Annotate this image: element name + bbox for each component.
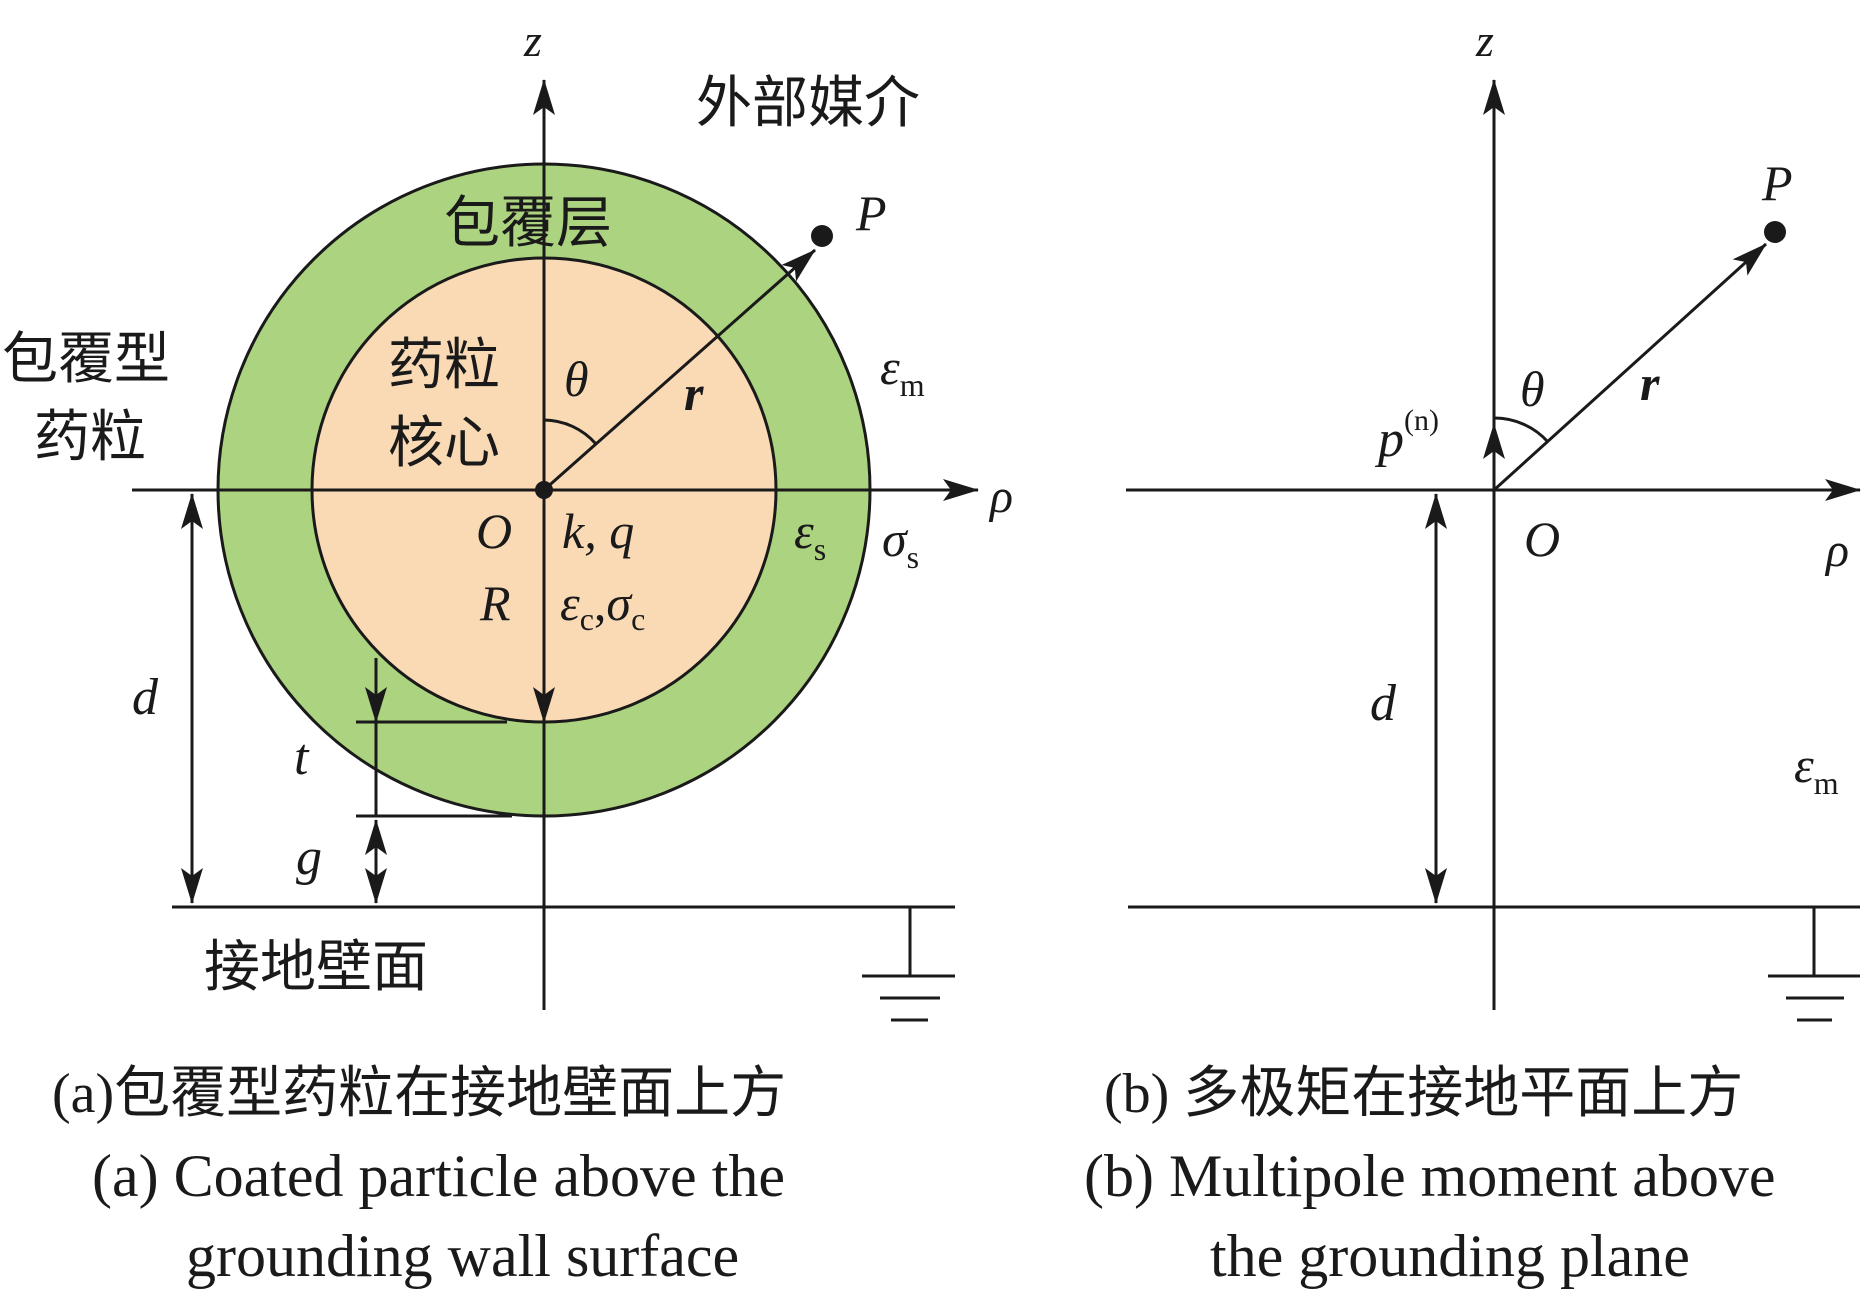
caption-b-en-line1: (b) Multipole moment above (1084, 1143, 1776, 1209)
panel-b: z ρ P θ r p(n) O d εm (1126, 15, 1861, 1022)
rho-axis-label-a: ρ (988, 470, 1013, 523)
point-p-dot-b (1764, 221, 1786, 243)
caption-b-cn: (b) 多极矩在接地平面上方 (1104, 1063, 1743, 1125)
eps-c-sub: c (580, 601, 594, 637)
sigma-s-sub: s (907, 539, 919, 575)
ground-symbol-a (862, 907, 955, 1022)
sigma-c-sub: c (631, 601, 645, 637)
kq-label: k, q (562, 503, 634, 559)
external-medium-label: 外部媒介 (696, 71, 920, 136)
wall-label: 接地壁面 (204, 935, 428, 1000)
r-vector-b (1492, 242, 1768, 492)
caption-b-en-line2: the grounding plane (1210, 1223, 1690, 1289)
r-vector-a (543, 248, 816, 492)
caption-a-cn: (a)包覆型药粒在接地壁面上方 (52, 1063, 786, 1125)
origin-label-b: O (1524, 511, 1560, 567)
theta-arc-a (543, 418, 598, 445)
eps-s: ε (794, 503, 814, 559)
multipole-label: p(n) (1374, 404, 1439, 468)
point-p-label-a: P (855, 185, 887, 241)
z-axis-label-b: z (1475, 15, 1494, 66)
eps-m-a: ε (880, 339, 900, 395)
d-label-a: d (132, 669, 159, 726)
point-p-dot-a (811, 225, 833, 247)
caption-a-en-line1: (a) Coated particle above the (92, 1143, 785, 1209)
eps-m-b: ε (1794, 737, 1814, 793)
panel-a: z ρ 外部媒介 包覆层 包覆型 药粒 药粒 核心 P θ r εm O k, … (2, 15, 1013, 1022)
ground-symbol-b (1768, 907, 1860, 1022)
captions: (a)包覆型药粒在接地壁面上方 (a) Coated particle abov… (52, 1063, 1776, 1289)
theta-label-a: θ (564, 351, 589, 407)
eps-m-label-b: εm (1794, 737, 1839, 801)
eps-sigma-comma: , (594, 575, 607, 631)
eps-s-label: εs (794, 503, 826, 567)
p-superscript: (n) (1404, 404, 1439, 437)
particle-label-line1: 包覆型 (2, 327, 170, 392)
sigma-c: σ (606, 575, 633, 631)
z-axis-label-a: z (523, 15, 542, 66)
coating-layer-label: 包覆层 (444, 191, 612, 256)
p-symbol: p (1374, 411, 1404, 468)
eps-m-sub-b: m (1814, 765, 1839, 801)
r-label-a: r (684, 365, 704, 421)
theta-label-b: θ (1520, 361, 1545, 417)
particle-label-line2: 药粒 (34, 405, 146, 470)
radius-label: R (479, 575, 511, 631)
eps-sigma-core-label: εc,σc (560, 575, 645, 637)
g-label: g (296, 829, 322, 886)
eps-c: ε (560, 575, 580, 631)
rho-axis-label-b: ρ (1824, 524, 1849, 577)
origin-label-a: O (476, 503, 512, 559)
sigma-s: σ (882, 511, 909, 567)
r-label-b: r (1640, 355, 1660, 411)
point-p-label-b: P (1761, 155, 1793, 211)
core-label-line2: 核心 (388, 411, 500, 476)
caption-a-en-line2: grounding wall surface (186, 1223, 739, 1289)
eps-s-sub: s (814, 531, 826, 567)
sigma-s-label: σs (882, 511, 919, 575)
core-label-line1: 药粒 (388, 333, 500, 398)
eps-m-label-a: εm (880, 339, 925, 403)
theta-arc-b (1493, 416, 1550, 444)
t-label: t (294, 729, 310, 786)
eps-m-sub-a: m (900, 367, 925, 403)
d-label-b: d (1370, 675, 1397, 732)
